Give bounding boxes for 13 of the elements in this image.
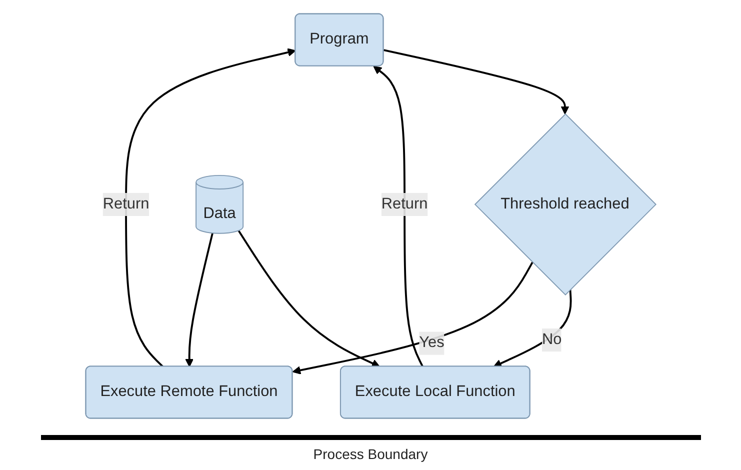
edge-label: Return [102,195,149,212]
boundary-label: Process Boundary [313,446,428,462]
arrow [292,261,534,374]
edge-label: Yes [418,334,444,351]
edge-label: Return [381,195,428,212]
edge-label: No [542,330,562,348]
arrow [124,48,296,367]
arrow [184,232,214,367]
arrow [372,65,424,367]
arrow [383,48,569,114]
node-diamond: Threshold reached [474,112,656,295]
arrow [493,289,572,367]
arrow [238,230,380,367]
